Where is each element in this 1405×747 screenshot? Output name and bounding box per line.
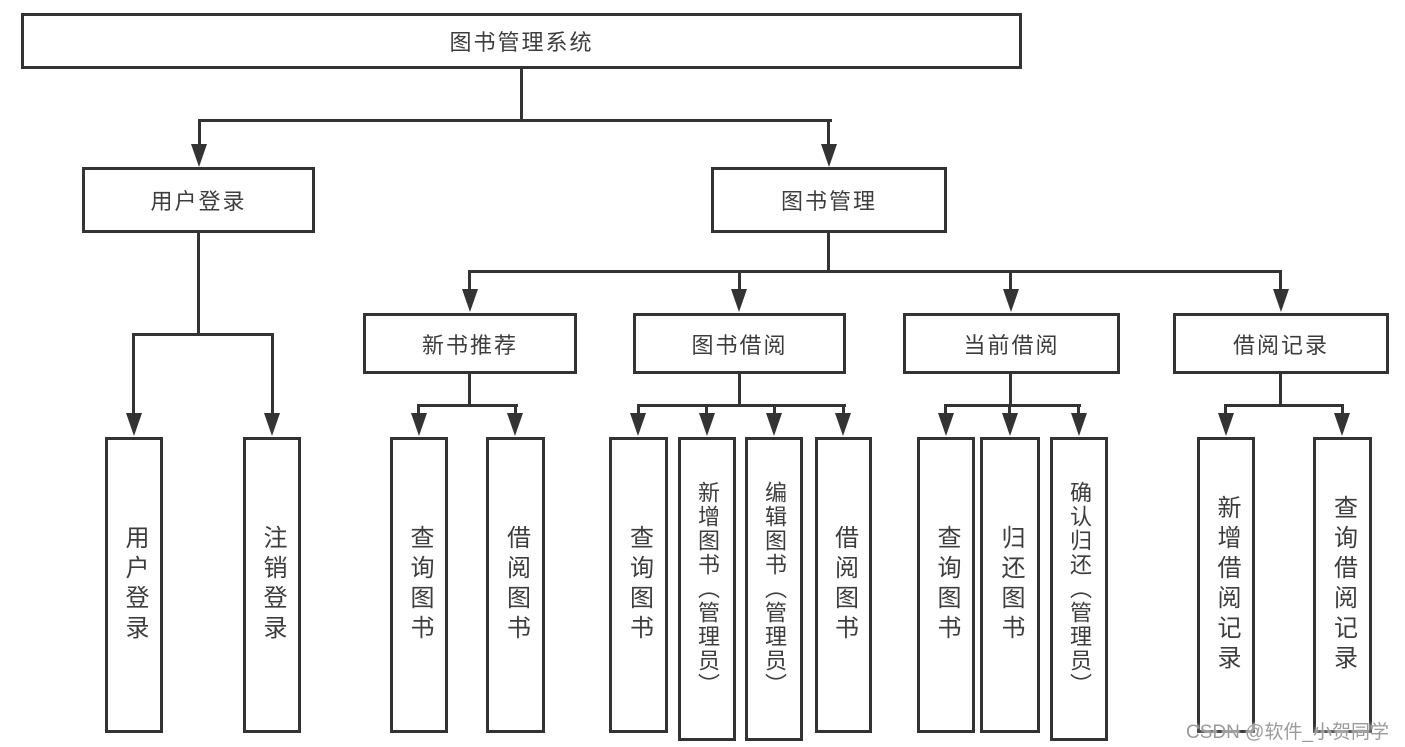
connector-cb-split xyxy=(944,404,1081,407)
node-leaf-bb-add-books-admin: 新增图书（管理员） xyxy=(678,437,736,741)
arrow-down-cb-return xyxy=(1002,413,1018,436)
connector-to-br-add xyxy=(1224,404,1227,416)
arrow-down-br-query xyxy=(1334,413,1350,436)
arrow-down-book-management xyxy=(821,144,837,167)
node-book-borrow: 图书借阅 xyxy=(633,313,846,374)
connector-login-split xyxy=(132,333,274,336)
arrow-down-rec-query xyxy=(411,413,427,436)
arrow-down-bb-borrow xyxy=(835,413,851,436)
connector-to-book-management xyxy=(827,119,830,149)
connector-to-user-login xyxy=(198,119,201,149)
arrow-down-new-book-recommend xyxy=(462,289,478,312)
connector-to-leaf-user-login xyxy=(132,333,135,415)
connector-to-bb-borrow xyxy=(842,404,845,416)
connector-to-borrow-records xyxy=(1279,270,1282,294)
connector-to-cb-return xyxy=(1008,404,1011,416)
arrow-down-borrow-records xyxy=(1273,289,1289,312)
arrow-down-bb-query xyxy=(630,413,646,436)
connector-to-rec-query xyxy=(417,404,420,416)
node-leaf-rec-borrow-books: 借阅图书 xyxy=(486,437,545,733)
connector-rec-stem xyxy=(468,374,471,406)
connector-to-leaf-logout xyxy=(271,333,274,415)
connector-to-bb-add xyxy=(705,404,708,416)
connector-to-book-borrow xyxy=(738,270,741,294)
connector-bb-stem xyxy=(738,374,741,406)
node-leaf-bb-edit-books-admin: 编辑图书（管理员） xyxy=(745,437,803,741)
csdn-watermark: CSDN @软件_小贺同学 xyxy=(1186,722,1389,743)
connector-bm-split xyxy=(468,270,1282,273)
connector-bb-split xyxy=(637,404,846,407)
arrow-down-br-add xyxy=(1218,413,1234,436)
connector-to-new-book-recommend xyxy=(468,270,471,294)
arrow-down-leaf-user-login xyxy=(126,413,142,436)
connector-root-split xyxy=(198,119,832,122)
arrow-down-leaf-logout xyxy=(264,413,280,436)
node-new-book-recommend: 新书推荐 xyxy=(363,313,577,374)
node-book-management: 图书管理 xyxy=(711,167,947,233)
arrow-down-user-login xyxy=(191,144,207,167)
connector-to-bb-edit xyxy=(773,404,776,416)
node-current-borrow: 当前借阅 xyxy=(903,313,1120,374)
connector-to-bb-query xyxy=(637,404,640,416)
node-borrow-records: 借阅记录 xyxy=(1173,313,1389,374)
node-library-management-system: 图书管理系统 xyxy=(21,13,1022,69)
connector-br-split xyxy=(1224,404,1344,407)
connector-to-cb-confirm xyxy=(1077,404,1080,416)
node-leaf-logout: 注销登录 xyxy=(243,437,301,733)
node-leaf-rec-query-books: 查询图书 xyxy=(390,437,448,733)
connector-to-rec-borrow xyxy=(514,404,517,416)
node-leaf-bb-borrow-books: 借阅图书 xyxy=(815,437,872,733)
node-leaf-bb-query-books: 查询图书 xyxy=(609,437,668,733)
connector-to-cb-query xyxy=(944,404,947,416)
connector-root-stem xyxy=(520,69,523,121)
arrow-down-bb-add xyxy=(699,413,715,436)
connector-to-current-borrow xyxy=(1009,270,1012,294)
node-leaf-cb-return-books: 归还图书 xyxy=(980,437,1040,733)
node-user-login: 用户登录 xyxy=(82,167,315,233)
connector-bm-stem xyxy=(827,233,830,273)
node-leaf-user-login: 用户登录 xyxy=(105,437,163,733)
node-leaf-br-add-record: 新增借阅记录 xyxy=(1197,437,1255,733)
arrow-down-cb-confirm xyxy=(1071,413,1087,436)
arrow-down-rec-borrow xyxy=(507,413,523,436)
arrow-down-cb-query xyxy=(938,413,954,436)
connector-br-stem xyxy=(1279,374,1282,406)
node-leaf-cb-confirm-return-admin: 确认归还（管理员） xyxy=(1050,437,1108,741)
connector-cb-stem xyxy=(1009,374,1012,406)
connector-to-br-query xyxy=(1341,404,1344,416)
arrow-down-current-borrow xyxy=(1003,289,1019,312)
connector-rec-split xyxy=(417,404,518,407)
node-leaf-cb-query-books: 查询图书 xyxy=(917,437,975,733)
node-leaf-br-query-record: 查询借阅记录 xyxy=(1313,437,1372,733)
arrow-down-bb-edit xyxy=(766,413,782,436)
connector-login-stem xyxy=(197,233,200,335)
arrow-down-book-borrow xyxy=(731,289,747,312)
